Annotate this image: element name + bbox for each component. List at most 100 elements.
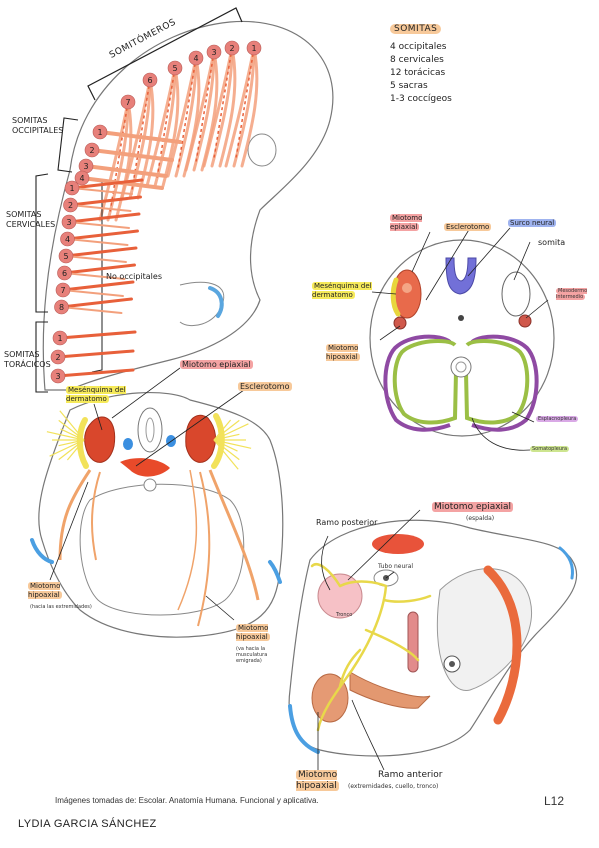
cervical-somite-3: 3 [61, 214, 77, 230]
trunk-fibre [67, 212, 141, 224]
somitomeros-bracket [87, 7, 243, 101]
intermediate-mesoderm-left [393, 316, 407, 330]
cervical-somite-1: 1 [64, 180, 80, 196]
toracicos-bracket [35, 321, 48, 393]
s1-mesenquima-text: Mesénquima del dermatomo [66, 386, 126, 403]
occipital-somite-4: 4 [74, 170, 90, 186]
trunk-fibre [62, 289, 124, 297]
dermatome-fibre [46, 431, 85, 441]
somite-number: 1 [69, 184, 74, 193]
no-occipitales-label: No occipitales [106, 272, 162, 281]
s1-miotomo-hipoaxial-left: Miotomo hipoaxial [28, 582, 68, 600]
section1-body-cavity [79, 483, 245, 616]
dermatome-fibre [213, 419, 240, 441]
somite-number: 4 [193, 54, 198, 63]
head-fibre-dashed [213, 47, 233, 159]
aorta-left [123, 438, 133, 450]
dermatome-fibre [66, 439, 85, 461]
s2-mesodermo-intermedio-text: Mesodermo intermedio [556, 288, 588, 300]
toracicos-label: SOMITAS TORÁCICOS [4, 350, 51, 370]
trunk-fibre [66, 238, 129, 246]
trunk-fibre [58, 330, 137, 340]
trunk-fibre [63, 272, 126, 280]
legend-item: 1-3 coccígeos [390, 94, 452, 104]
neural-groove [445, 257, 477, 295]
cervical-somite-2: 2 [63, 197, 78, 213]
trunk-fibre [90, 148, 174, 162]
thoracic-somite-2: 2 [50, 349, 66, 365]
dermatome-fibre [213, 423, 249, 441]
author-name: LYDIA GARCIA SÁNCHEZ [18, 818, 157, 830]
somite-number: 3 [83, 162, 88, 171]
trunk-fibre [60, 306, 123, 314]
s1-miotomo-hipoaxial-right-note: (va hacia la musculatura emigrada) [236, 646, 268, 664]
head-fibre [174, 56, 198, 178]
somite-number: 2 [55, 353, 60, 362]
somite-number: 3 [66, 218, 71, 227]
dermatome-fibre [58, 419, 85, 441]
cervical-somite-5: 5 [58, 248, 74, 264]
trunk-fibre [68, 221, 130, 229]
s1-mesenquima: Mesénquima del dermatomo [66, 386, 130, 404]
somitomero-3: 3 [206, 44, 222, 60]
trunk-fibre [56, 349, 135, 359]
cross-section-3 [288, 509, 578, 771]
thoracic-somite-circles: 1 2 3 [50, 330, 68, 384]
cervical-somite-7: 7 [55, 282, 71, 298]
s1-esclerotomo-text: Esclerotomo [238, 382, 292, 391]
occipital-somite-circles: 1 2 3 4 [74, 124, 108, 186]
s2-somita: somita [538, 238, 566, 247]
somite-number: 8 [59, 303, 64, 312]
dorsal-muscle [317, 573, 363, 619]
occipital-somite-3: 3 [78, 158, 94, 174]
somite-number: 3 [211, 48, 216, 57]
s2-miotomo-epiaxial: Miotomo epiaxial [390, 214, 430, 232]
dermatome-fibre [49, 439, 85, 457]
s3-ramo-anterior: Ramo anterior [378, 770, 443, 780]
s2-surco-neural-text: Surco neural [508, 219, 557, 227]
head-fibre [240, 46, 259, 168]
notochord [458, 315, 464, 321]
somitomero-7: 7 [120, 94, 136, 110]
occipitales-label: SOMITAS OCCIPITALES [12, 116, 72, 136]
trunk-fibre [84, 164, 168, 178]
trunk-muscle-fibres [56, 130, 182, 378]
s1-esclerotomo: Esclerotomo [238, 382, 292, 392]
s2-mesenquima-text: Mesénquima del dermatomo [312, 282, 372, 299]
cervicales-label: SOMITAS CERVICALES [6, 210, 55, 230]
s1-miotomo-epiaxial-text: Miotomo epiaxial [180, 360, 253, 369]
somite-number: 7 [60, 286, 65, 295]
cervicales-bracket [35, 173, 49, 313]
aorta [407, 611, 419, 673]
s2-esclerotomo: Esclerotomo [444, 222, 492, 232]
s3-tronco: Tronco [336, 612, 353, 618]
thoracic-somite-1: 1 [52, 330, 68, 346]
s3-miotomo-epiaxial-note: (espalda) [466, 515, 495, 522]
somitas-legend-list: 4 occipitales 8 cervicales 12 torácicas … [390, 41, 500, 106]
somitomero-5: 5 [167, 60, 183, 76]
s2-somatopleura-text: Somatopleura [530, 446, 570, 452]
s1-miotomo-hipoaxial-right: Miotomo hipoaxial [236, 624, 276, 642]
head-fibre-dashed [177, 57, 197, 169]
somite-number: 1 [57, 334, 62, 343]
somite-number: 6 [147, 76, 152, 85]
cross-section-2 [369, 227, 555, 451]
somite-number: 3 [55, 372, 60, 381]
occipital-somite-1: 1 [92, 124, 108, 140]
somite-number: 4 [79, 174, 84, 183]
s2-mesodermo-intermedio: Mesodermo intermedio [556, 288, 594, 300]
trunk-fibre [70, 178, 144, 190]
trunk-fibre [64, 246, 138, 258]
trunk-fibre [66, 229, 139, 241]
s2-miotomo-epiaxial-text: Miotomo epiaxial [390, 214, 423, 231]
occipital-somite-2: 2 [84, 142, 100, 158]
dermatome-fibre [213, 439, 239, 470]
somitomero-2: 2 [224, 40, 240, 56]
trunk-fibre [56, 368, 135, 378]
trunk-fibre [71, 187, 133, 195]
somite-number: 7 [125, 98, 130, 107]
s3-miotomo-epiaxial-text: Miotomo epiaxial [432, 502, 514, 512]
legend-item: 12 torácicas [390, 68, 446, 78]
dermatome-fibre [60, 428, 85, 441]
